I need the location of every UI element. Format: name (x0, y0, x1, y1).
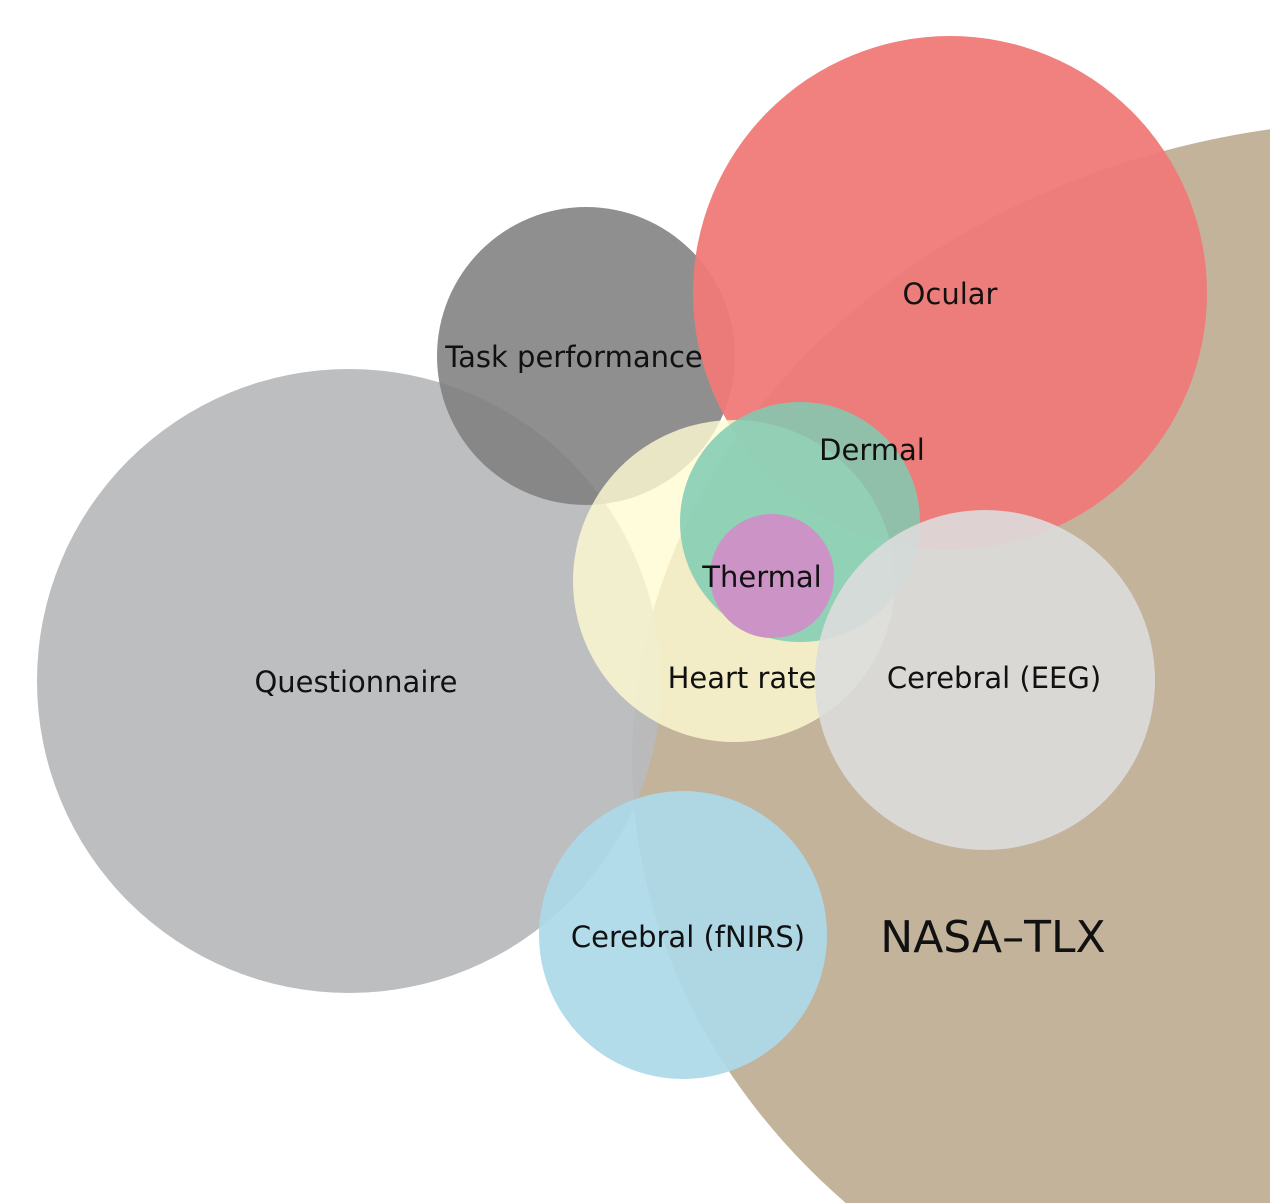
label-nasa-tlx: NASA–TLX (880, 912, 1105, 963)
set-cerebral-fnirs (539, 791, 827, 1079)
label-ocular: Ocular (903, 277, 998, 311)
label-questionnaire: Questionnaire (254, 665, 457, 699)
set-task-performance (437, 207, 735, 505)
set-shapes (37, 36, 1270, 1203)
label-task-performance: Task performance (444, 340, 703, 374)
set-questionnaire (37, 369, 661, 993)
set-cerebral-eeg (815, 510, 1155, 850)
set-labels: NASA–TLX Questionnaire Task performance Ocu… (254, 277, 1105, 963)
label-cerebral-fnirs: Cerebral (fNIRS) (571, 920, 805, 954)
label-cerebral-eeg: Cerebral (EEG) (887, 661, 1101, 695)
label-thermal: Thermal (701, 560, 821, 594)
label-heart-rate: Heart rate (668, 661, 817, 695)
label-dermal: Dermal (819, 433, 925, 467)
set-thermal (710, 514, 834, 638)
